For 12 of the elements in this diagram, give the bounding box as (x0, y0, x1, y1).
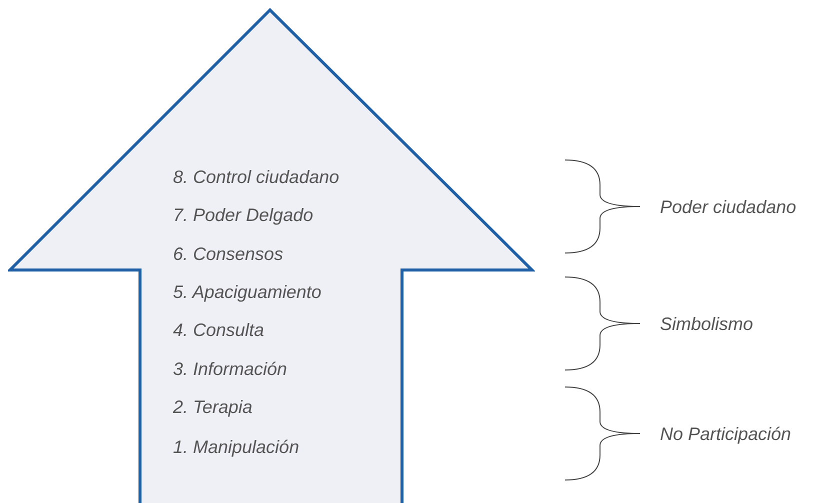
group-label: Poder ciudadano (660, 196, 796, 218)
group-label: No Participación (660, 422, 792, 444)
ladder-step-label: 4. Consulta (173, 319, 264, 341)
group-label: Simbolismo (660, 312, 754, 334)
ladder-step-label: 7. Poder Delgado (173, 204, 314, 226)
ladder-step-label: 3. Información (173, 358, 288, 380)
ladder-step-label: 1. Manipulación (173, 436, 300, 458)
ladder-step-label: 2. Terapia (173, 396, 252, 418)
arrow-shape (8, 8, 535, 503)
ladder-step-label: 6. Consensos (173, 243, 284, 265)
ladder-step-label: 5. Apaciguamiento (173, 281, 322, 303)
ladder-step-label: 8. Control ciudadano (173, 166, 340, 188)
